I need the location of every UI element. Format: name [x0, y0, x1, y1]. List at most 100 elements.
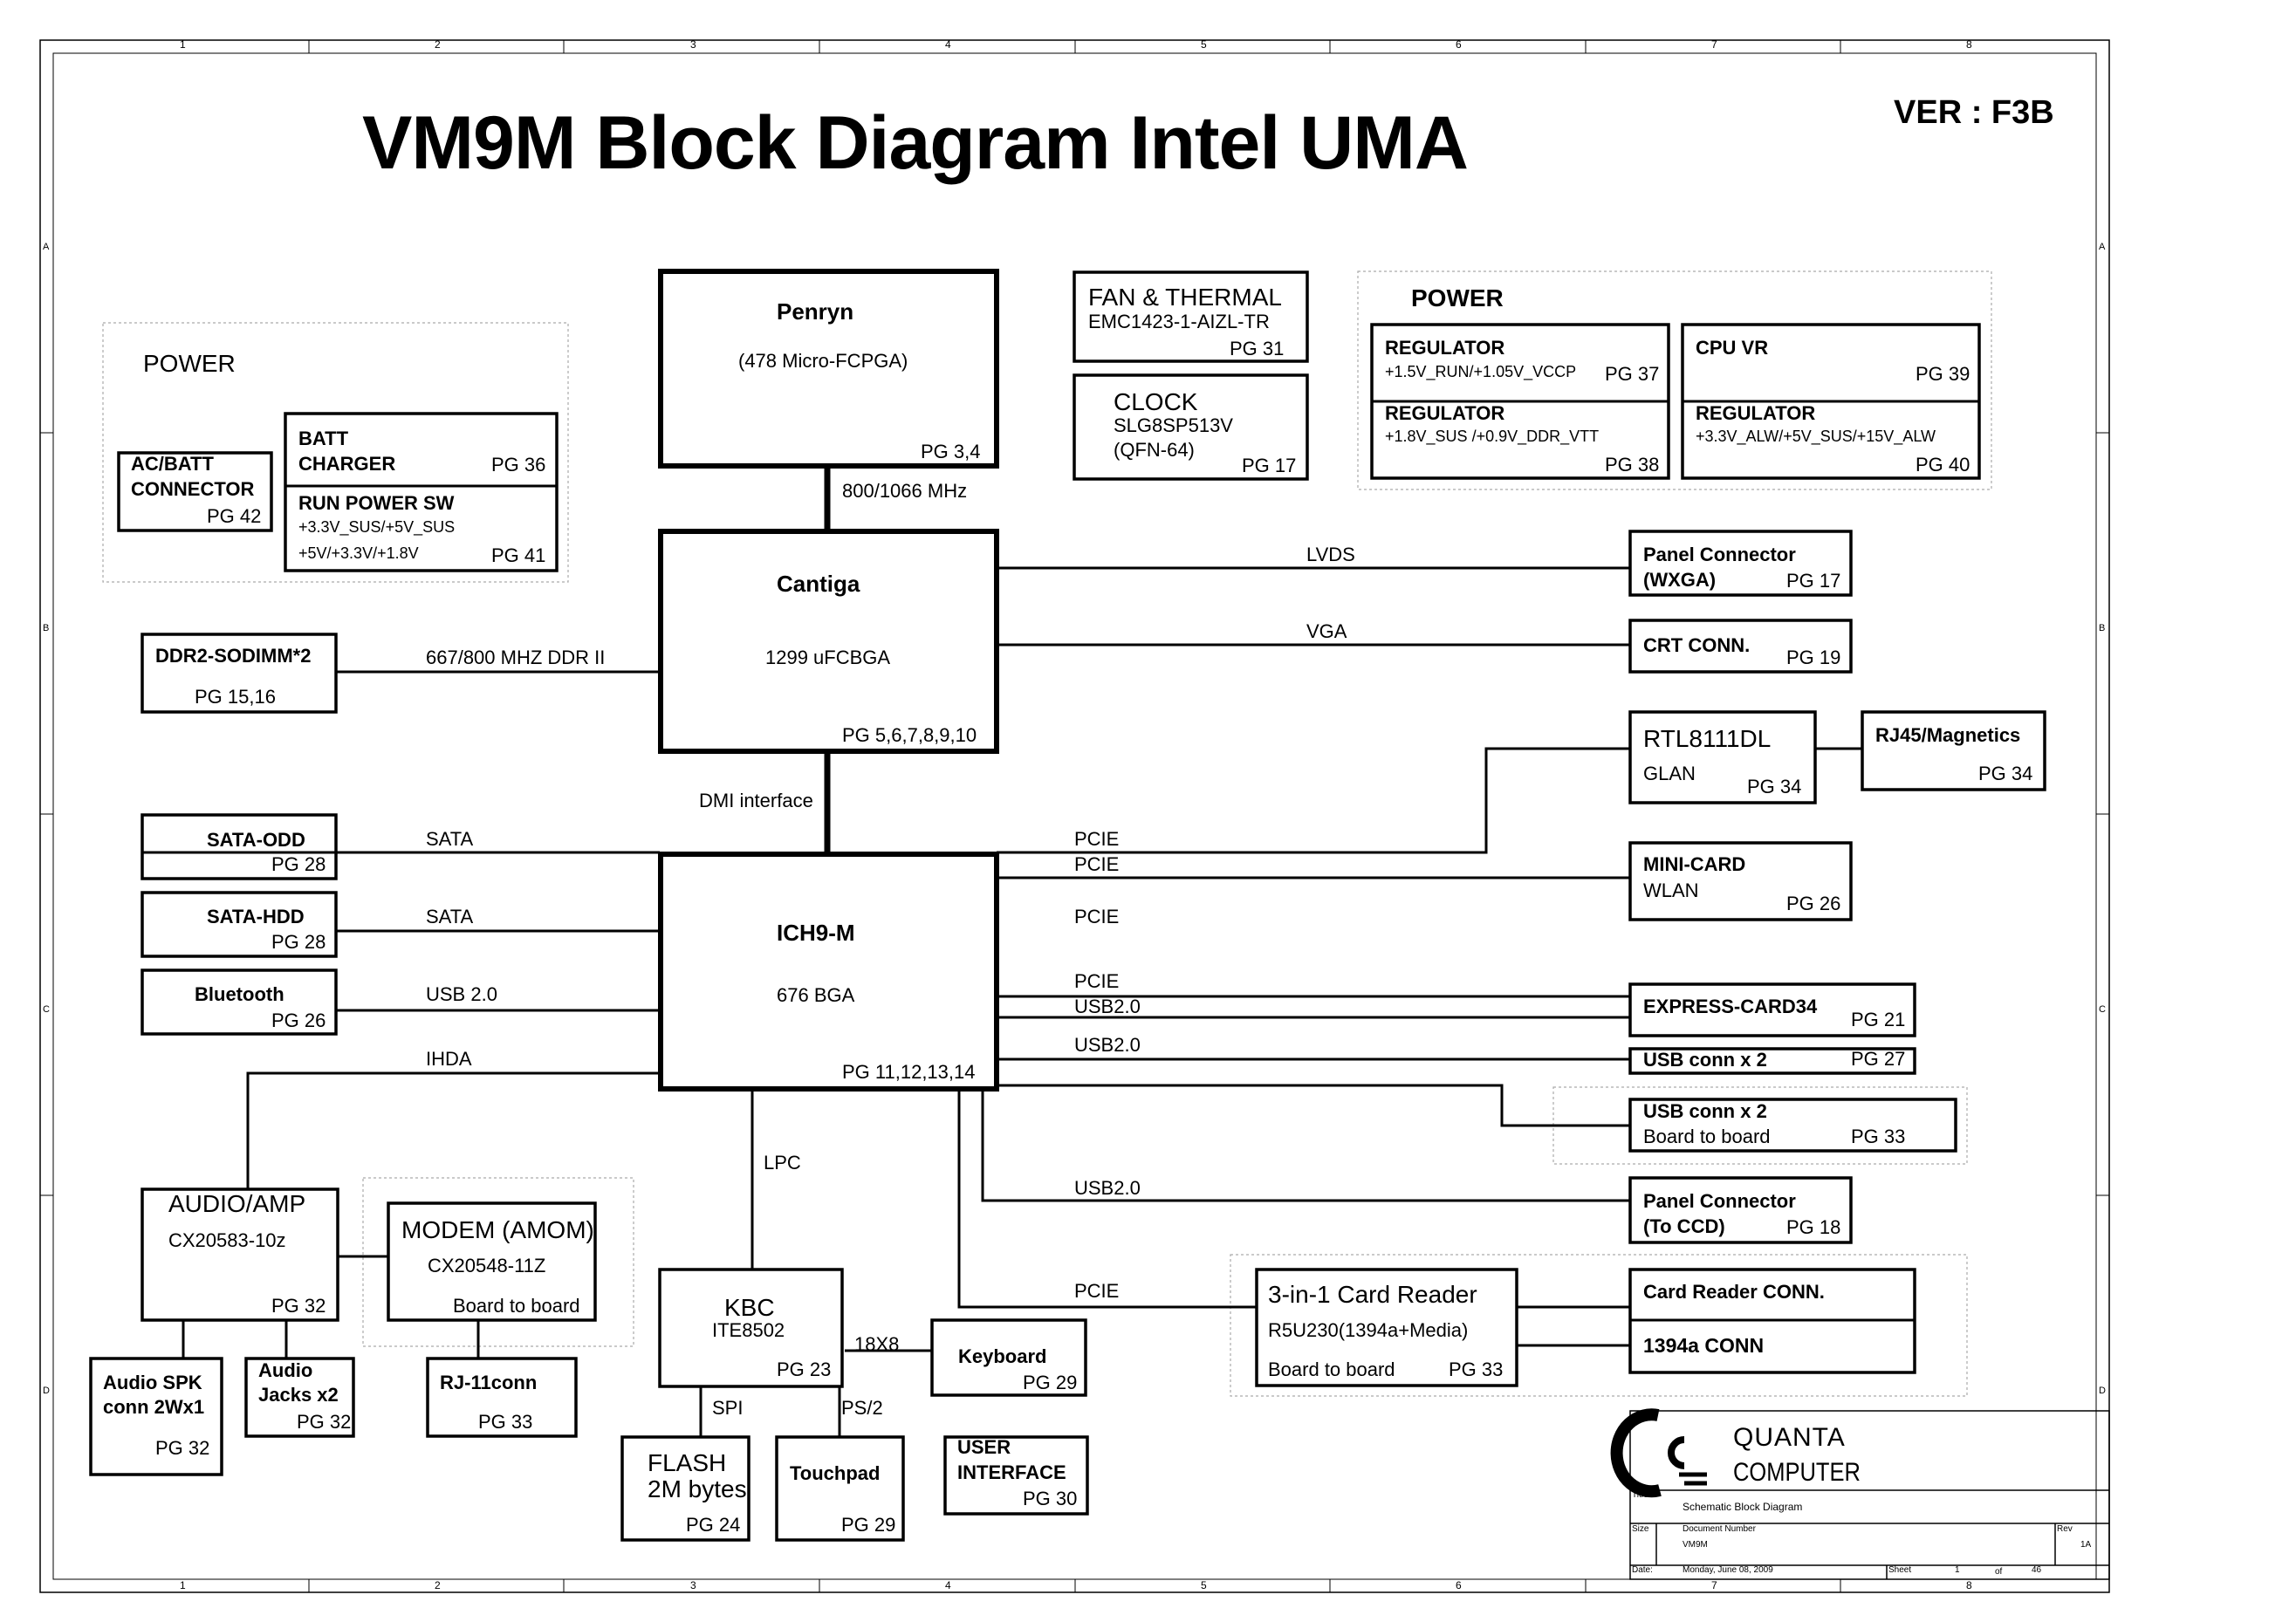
kbc-part: ITE8502 [712, 1319, 785, 1341]
pcie-label: PCIE [1074, 970, 1120, 992]
col-number: 3 [690, 38, 696, 51]
panel-wxga-page: PG 17 [1786, 570, 1841, 592]
page-title: VM9M Block Diagram Intel UMA [362, 101, 1469, 185]
acbatt-line1: AC/BATT [131, 453, 214, 475]
pcie-label: PCIE [1074, 906, 1120, 927]
clock-package: (QFN-64) [1114, 439, 1195, 461]
express-page: PG 21 [1851, 1009, 1906, 1030]
col-number: 4 [945, 1579, 951, 1591]
company-name-1: QUANTA [1733, 1423, 1846, 1452]
bluetooth-link: USB 2.0 [426, 983, 497, 1005]
quanta-logo [1610, 1408, 1707, 1498]
keyboard-name: Keyboard [958, 1345, 1047, 1367]
rev-value: 1A [2080, 1540, 2092, 1550]
clock-part: SLG8SP513V [1114, 414, 1233, 436]
ddr-name: DDR2-SODIMM*2 [155, 645, 312, 667]
box-dividers [285, 400, 1979, 1322]
title-label: Title [1632, 1490, 1648, 1500]
reg1-rails: +1.5V_RUN/+1.05V_VCCP [1385, 363, 1577, 380]
lpc-label: LPC [764, 1152, 801, 1174]
sata-hdd-link: SATA [426, 906, 474, 927]
col-number: 7 [1711, 38, 1717, 51]
row-letter: C [2099, 1004, 2106, 1015]
date-label: Date: [1632, 1565, 1653, 1575]
row-letter: D [43, 1386, 50, 1396]
ddr-link: 667/800 MHZ DDR II [426, 647, 606, 668]
clock-page: PG 17 [1242, 455, 1297, 476]
title-block-lines [1629, 1410, 2110, 1580]
cardreader-part: R5U230(1394a+Media) [1268, 1319, 1469, 1341]
ddr-page: PG 15,16 [195, 686, 276, 708]
usb-label: USB2.0 [1074, 1034, 1141, 1056]
express-name: EXPRESS-CARD34 [1643, 996, 1818, 1017]
sata-odd-page: PG 28 [271, 853, 326, 875]
rj45-name: RJ45/Magnetics [1875, 724, 2021, 746]
reg3-rails: +3.3V_ALW/+5V_SUS/+15V_ALW [1696, 428, 1936, 445]
runsw-rails1: +3.3V_SUS/+5V_SUS [298, 518, 456, 536]
jacks-page: PG 32 [297, 1411, 352, 1433]
acbatt-line2: CONNECTOR [131, 478, 255, 500]
clock-title: CLOCK [1114, 388, 1198, 415]
row-letter: B [2099, 623, 2106, 633]
col-number: 2 [435, 38, 441, 51]
cardreader-title: 3-in-1 Card Reader [1268, 1281, 1477, 1308]
charger-line1: BATT [298, 428, 349, 449]
spk-page: PG 32 [155, 1437, 210, 1459]
ui-line1: USER [957, 1436, 1011, 1458]
col-number: 1 [180, 1579, 186, 1591]
col-number: 5 [1201, 38, 1207, 51]
docnum-value: VM9M [1683, 1540, 1708, 1550]
rtl-page: PG 34 [1747, 776, 1802, 797]
module-boxes [89, 270, 2046, 1542]
row-letter: C [43, 1004, 50, 1015]
version-label: VER : F3B [1894, 94, 2054, 131]
reg3-name: REGULATOR [1696, 402, 1816, 424]
bluetooth-page: PG 26 [271, 1009, 326, 1031]
sb-page: PG 11,12,13,14 [842, 1061, 976, 1083]
panel-ccd-line2: (To CCD) [1643, 1215, 1725, 1237]
crt-page: PG 19 [1786, 647, 1841, 668]
lvds-label: LVDS [1306, 544, 1355, 565]
usb1-page: PG 27 [1851, 1048, 1906, 1070]
ui-line2: INTERFACE [957, 1461, 1066, 1483]
sheet-label: Sheet [1888, 1565, 1912, 1575]
fan-part: EMC1423-1-AIZL-TR [1088, 311, 1270, 332]
of-label: of [1995, 1567, 2003, 1577]
col-number: 6 [1456, 1579, 1462, 1591]
reg2-page: PG 38 [1605, 454, 1660, 476]
dmi-label: DMI interface [699, 790, 813, 811]
fsb-label: 800/1066 MHz [842, 480, 968, 502]
col-number: 2 [435, 1579, 441, 1591]
sata-odd-link: SATA [426, 828, 474, 850]
frame-ticks [40, 40, 2109, 1592]
ieee1394-name: 1394a CONN [1643, 1334, 1765, 1357]
nb-page: PG 5,6,7,8,9,10 [842, 724, 977, 746]
col-number: 1 [180, 38, 186, 51]
fan-page: PG 31 [1230, 338, 1285, 359]
cpuvr-page: PG 39 [1916, 363, 1970, 385]
reg1-name: REGULATOR [1385, 337, 1505, 359]
sb-package: 676 BGA [777, 984, 855, 1006]
usb2-page: PG 33 [1851, 1126, 1906, 1147]
usb-label: USB2.0 [1074, 996, 1141, 1017]
panel-wxga-line1: Panel Connector [1643, 544, 1796, 565]
charger-page: PG 36 [491, 454, 546, 476]
acbatt-page: PG 42 [207, 505, 262, 527]
panel-ccd-page: PG 18 [1786, 1216, 1841, 1238]
cpu-page: PG 3,4 [921, 441, 981, 462]
row-letter: A [43, 242, 50, 252]
cpu-name: Penryn [777, 298, 854, 325]
rj45-page: PG 34 [1978, 763, 2033, 784]
flash-size: 2M bytes [648, 1475, 747, 1502]
cpu-package: (478 Micro-FCPGA) [738, 350, 908, 372]
modem-title: MODEM (AMOM) [401, 1216, 594, 1243]
jacks-line2: Jacks x2 [258, 1384, 339, 1406]
sheet-value: 1 [1955, 1565, 1960, 1575]
touchpad-page: PG 29 [841, 1514, 896, 1536]
nb-name: Cantiga [777, 571, 860, 597]
flash-title: FLASH [648, 1449, 727, 1476]
spi-label: SPI [712, 1397, 744, 1419]
usb2-name: USB conn x 2 [1643, 1100, 1767, 1122]
panel-wxga-line2: (WXGA) [1643, 569, 1717, 591]
